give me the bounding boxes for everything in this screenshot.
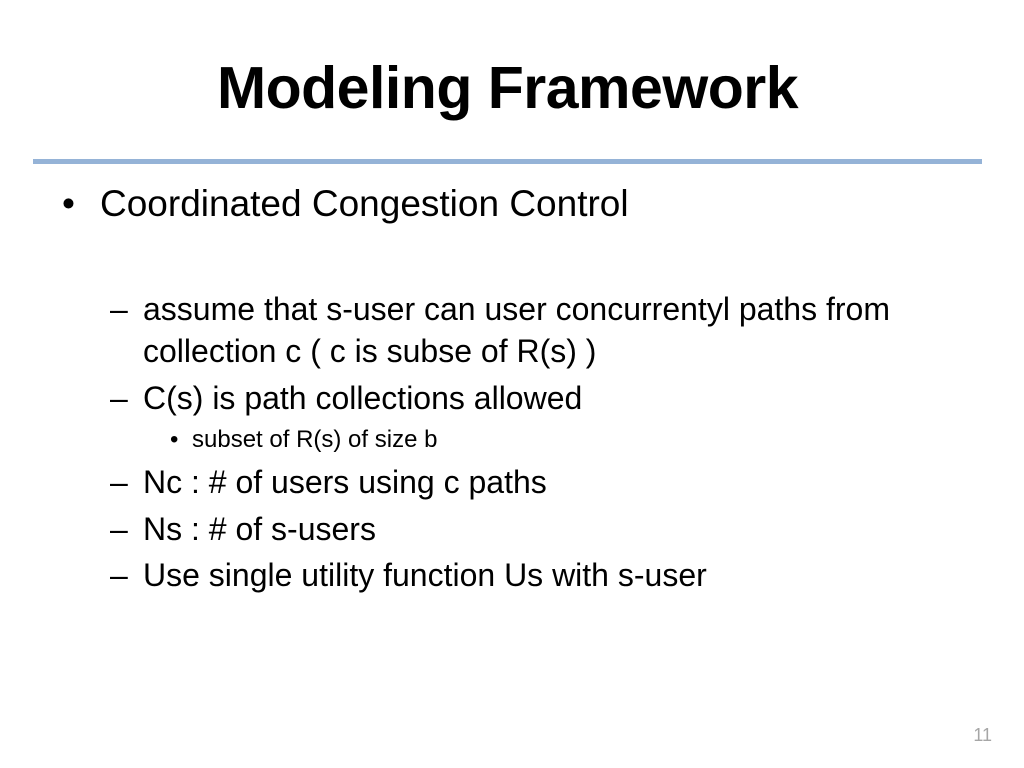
list-item: • Coordinated Congestion Control — [0, 180, 1024, 227]
list-item-label: assume that s-user can user concurrentyl… — [143, 291, 890, 369]
bullet-dash-icon: – — [110, 510, 128, 547]
page-title: Modeling Framework — [216, 55, 799, 121]
list-item-label: subset of R(s) of size b — [192, 426, 438, 454]
list-item: – Nc : # of users using c paths — [0, 462, 1024, 504]
list-item: – assume that s-user can user concurrent… — [0, 289, 1024, 372]
bullet-dot-icon: • — [170, 426, 179, 454]
bullet-dash-icon: – — [110, 291, 128, 328]
list-item: – Use single utility function Us with s-… — [0, 555, 1024, 597]
list-item-label: Coordinated Congestion Control — [100, 183, 629, 224]
bullet-dash-icon: – — [110, 379, 128, 416]
section-spacer — [0, 251, 1024, 289]
list-item: • subset of R(s) of size b — [0, 424, 1024, 456]
list-item-label: Nc : # of users using c paths — [143, 464, 547, 501]
bullet-dash-icon: – — [110, 557, 128, 594]
title-divider — [33, 159, 982, 164]
slide-body: • Coordinated Congestion Control – assum… — [0, 180, 1024, 602]
list-item-label: Use single utility function Us with s-us… — [143, 557, 707, 594]
bullet-dot-icon: • — [62, 183, 75, 224]
list-item: – Ns : # of s-users — [0, 509, 1024, 551]
list-item-label: C(s) is path collections allowed — [143, 379, 583, 416]
list-item: – C(s) is path collections allowed — [0, 378, 1024, 420]
bullet-dash-icon: – — [110, 464, 128, 501]
list-item-label: Ns : # of s-users — [143, 510, 376, 547]
page-number: 11 — [973, 725, 992, 745]
